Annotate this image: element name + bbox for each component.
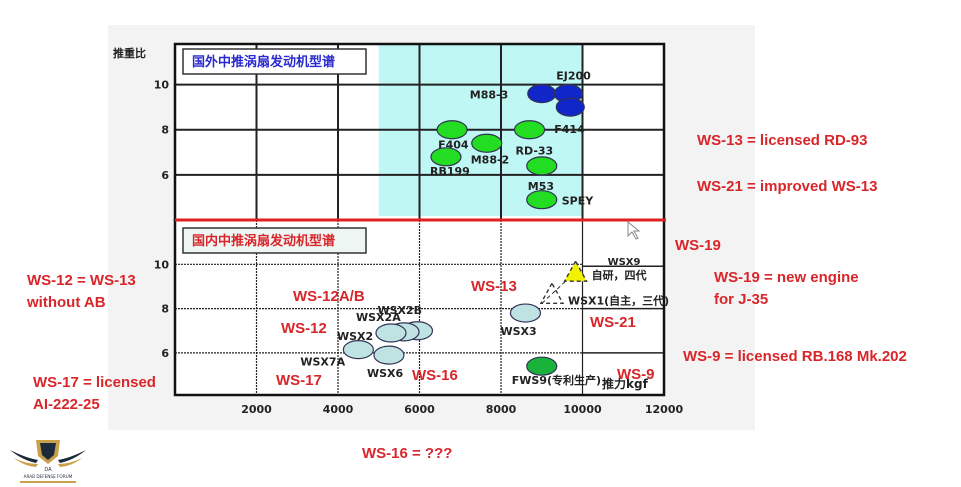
point-label: M88-3 <box>470 89 508 102</box>
annotation-ws17: WS-17 = licensed <box>33 374 156 391</box>
data-point <box>342 339 374 360</box>
evolution-arrow <box>541 280 566 304</box>
inchart-ws9: WS-9 <box>617 366 655 383</box>
inchart-ws21: WS-21 <box>590 314 636 331</box>
point-label: WSX7A <box>300 356 345 369</box>
point-label: SPEY <box>562 195 594 208</box>
point-label: M53 <box>528 180 554 193</box>
point-label: FWS9(专利生产) <box>512 373 601 387</box>
annotation-ws17-2: AI-222-25 <box>33 396 100 413</box>
x-axis-label: 推力kgf <box>602 376 649 391</box>
y-tick-label: 10 <box>154 79 170 92</box>
y-axis-label: 推重比 <box>113 46 146 60</box>
annotation-ws19-label: WS-19 <box>675 237 721 254</box>
x-tick-label: 6000 <box>404 403 435 416</box>
x-tick-label: 12000 <box>645 403 684 416</box>
arab-defense-forum-logo: DA ARAB DEFENSE FORUM <box>10 440 86 483</box>
panel-title: 国外中推涡扇发动机型谱 <box>192 54 335 70</box>
y-tick-label: 6 <box>161 169 169 182</box>
annotation-ws19-desc-2: for J-35 <box>714 291 769 308</box>
data-point <box>555 97 585 117</box>
inchart-ws16: WS-16 <box>412 367 458 384</box>
point-label: WSX9 <box>608 257 641 268</box>
data-point <box>373 345 405 365</box>
point-label: WSX2 <box>337 330 373 343</box>
logo-text: ARAB DEFENSE FORUM <box>24 474 73 479</box>
y-tick-label: 8 <box>161 124 169 137</box>
triangle-point <box>539 281 565 305</box>
triangle-point <box>563 259 588 282</box>
point-label: RD-33 <box>516 145 554 158</box>
annotation-ws12-2: without AB <box>27 294 106 311</box>
annotation-ws12: WS-12 = WS-13 <box>27 272 136 289</box>
inchart-ws12ab: WS-12A/B <box>293 288 365 305</box>
panel-title-box <box>182 227 367 254</box>
point-label: F414 <box>554 123 585 136</box>
x-tick-label: 8000 <box>486 403 517 416</box>
y-tick-label: 10 <box>154 258 170 271</box>
annotation-ws16: WS-16 = ??? <box>362 445 453 462</box>
y-tick-label: 6 <box>161 347 169 360</box>
data-point <box>375 323 407 343</box>
point-label: WSX2A <box>356 311 401 324</box>
x-tick-label: 2000 <box>241 403 272 416</box>
inchart-ws17: WS-17 <box>276 372 322 389</box>
annotation-ws13: WS-13 = licensed RD-93 <box>697 132 868 149</box>
panel-title-box <box>182 48 367 75</box>
data-point <box>509 303 542 323</box>
x-tick-label: 10000 <box>563 403 602 416</box>
point-label: WSX3 <box>500 325 536 338</box>
point-note: 自研，四代 <box>592 268 647 282</box>
point-label: RB199 <box>430 165 470 178</box>
logo-initials: DA <box>44 467 52 473</box>
point-label: WSX2B <box>377 304 422 317</box>
point-label: EJ200 <box>556 70 591 83</box>
data-point <box>436 120 468 140</box>
inchart-ws13: WS-13 <box>471 278 517 295</box>
data-point <box>526 356 558 376</box>
mouse-cursor-icon <box>627 220 641 240</box>
point-label: M88-2 <box>471 153 509 166</box>
data-point <box>430 147 462 167</box>
data-point <box>527 84 557 104</box>
panel-title: 国内中推涡扇发动机型谱 <box>192 233 335 249</box>
data-point <box>471 133 503 153</box>
x-tick-label: 4000 <box>323 403 354 416</box>
data-point <box>513 120 546 140</box>
y-tick-label: 8 <box>161 303 169 316</box>
data-point <box>526 156 558 176</box>
point-label: WSX1(自主，三代) <box>568 293 669 307</box>
annotation-ws21: WS-21 = improved WS-13 <box>697 178 878 195</box>
inchart-ws12: WS-12 <box>281 320 327 337</box>
point-label: WSX6 <box>367 367 404 380</box>
annotation-ws19-desc: WS-19 = new engine <box>714 269 859 286</box>
annotation-ws9: WS-9 = licensed RB.168 Mk.202 <box>683 348 907 365</box>
data-point <box>526 190 558 210</box>
